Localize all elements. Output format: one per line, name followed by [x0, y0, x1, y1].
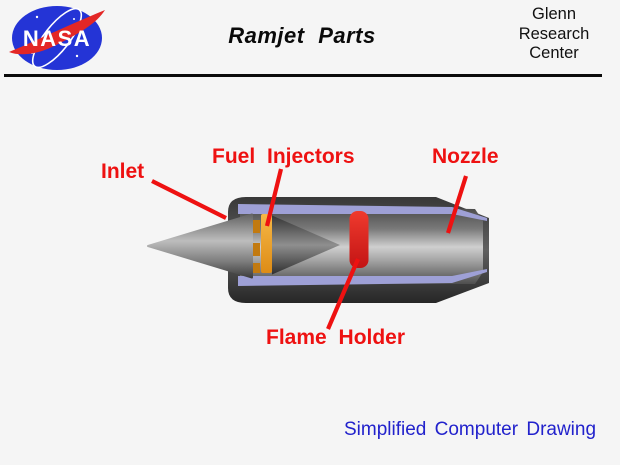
label-nozzle: Nozzle: [432, 145, 499, 168]
logo-star: [73, 18, 75, 20]
inner-liner-bottom: [238, 269, 487, 286]
caption: Simplified Computer Drawing: [344, 419, 597, 440]
header-divider: [4, 74, 602, 77]
org-line-2: Research: [518, 24, 590, 43]
nozzle-leader-line: [445, 175, 469, 234]
logo-swoosh: [9, 10, 105, 55]
diffuser-cone: [272, 215, 340, 275]
label-fuel-injectors: Fuel Injectors: [212, 145, 355, 168]
fuel-injector-tab: [253, 263, 260, 273]
logo-star: [75, 54, 79, 58]
page-title: Ramjet Parts: [228, 23, 376, 48]
inlet-leader-line: [151, 179, 227, 220]
nasa-logo: NASA: [9, 6, 105, 70]
label-inlet: Inlet: [101, 160, 145, 183]
fuel-injector-ring: [261, 214, 272, 273]
fuel-injector-tab: [253, 243, 260, 256]
inlet-spike-cone: [147, 213, 253, 279]
label-flame-holder: Flame Holder: [266, 326, 406, 349]
flame-holder-leader-line: [326, 258, 360, 330]
fuel-injector-tab: [253, 220, 260, 233]
logo-star: [35, 15, 39, 19]
org-line-1: Glenn: [531, 5, 577, 23]
org-line-3: Center: [529, 44, 579, 62]
fuel-injectors-leader-line: [264, 168, 284, 227]
flame-holder-ring: [349, 211, 369, 268]
logo-orbit-ring: [31, 7, 83, 69]
org-name: Glenn Research Center: [502, 5, 606, 64]
logo-wordmark: NASA: [23, 26, 91, 51]
